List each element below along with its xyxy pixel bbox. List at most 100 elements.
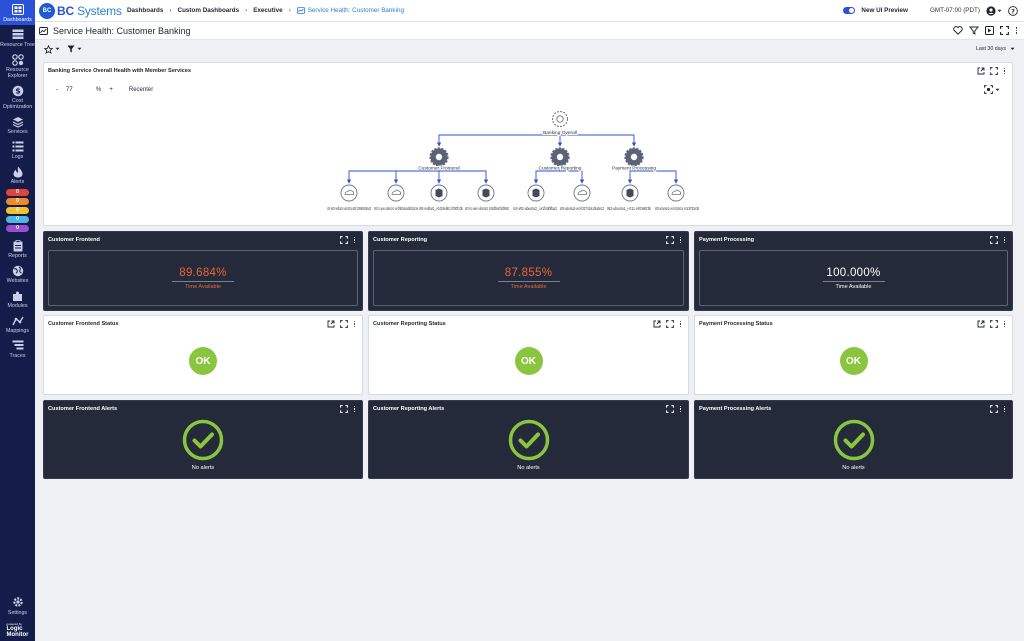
nav-label: Settings <box>7 609 28 616</box>
expand-icon[interactable] <box>990 67 998 75</box>
widget-menu-icon[interactable] <box>1003 67 1006 75</box>
widget-menu-icon[interactable] <box>679 405 682 413</box>
expand-icon[interactable] <box>340 320 348 328</box>
no-alerts-indicator: No alerts <box>44 419 362 471</box>
fullscreen-icon[interactable] <box>1000 26 1009 35</box>
topology-leaf-label: W2-ubuntu1-vol-010e1a ro3c9722e39 <box>655 206 699 211</box>
logo-line2: Monitor <box>6 631 29 638</box>
timezone-label[interactable]: GMT-07:00 (PDT) <box>929 7 980 14</box>
open-external-icon[interactable] <box>653 320 661 328</box>
breadcrumb-executive[interactable]: Executive <box>253 7 283 14</box>
alert-counts: 0 0 0 0 0 <box>6 187 29 236</box>
nav-label: Resource Explorer <box>6 67 29 79</box>
breadcrumb-current-label: Service Health: Customer Banking <box>307 7 404 14</box>
alert-count-other[interactable]: 0 <box>6 225 29 232</box>
widget-menu-icon[interactable] <box>353 236 356 244</box>
topology-root-node <box>552 111 568 127</box>
widget-menu-icon[interactable] <box>679 236 682 244</box>
page-title-text: Service Health: Customer Banking <box>53 25 191 36</box>
brand-rest: Systems <box>73 3 122 18</box>
time-range-dropdown[interactable]: Last 30 days <box>976 46 1015 52</box>
widget-menu-icon[interactable] <box>353 405 356 413</box>
alert-count-warning[interactable]: 0 <box>6 207 29 214</box>
alert-count-error[interactable]: 0 <box>6 198 29 205</box>
nav-websites[interactable]: Websites <box>0 261 35 286</box>
expand-icon[interactable] <box>340 405 348 413</box>
status-widget-payment: Payment Processing Status OK <box>694 315 1013 395</box>
availability-box: 89.684% Time Available <box>48 250 358 306</box>
top-bar: BC BC Systems Dashboards › Custom Dashbo… <box>35 0 1024 22</box>
help-icon[interactable]: ? <box>1008 5 1018 16</box>
nav-logs[interactable]: Logs <box>0 137 35 162</box>
topology-service-node <box>550 147 570 167</box>
share-icon[interactable] <box>985 26 994 35</box>
filter-bar: Last 30 days <box>35 40 1024 58</box>
topology-edge <box>634 170 679 184</box>
zoom-input[interactable]: 77 <box>66 87 88 93</box>
more-options-icon[interactable] <box>1015 27 1018 34</box>
widget-menu-icon[interactable] <box>1003 405 1006 413</box>
breadcrumb-custom-dashboards[interactable]: Custom Dashboards <box>177 7 240 14</box>
zoom-in-button[interactable]: + <box>109 87 113 93</box>
alert-count-critical[interactable]: 0 <box>6 189 29 196</box>
expand-icon[interactable] <box>340 236 348 244</box>
expand-icon[interactable] <box>990 405 998 413</box>
topology-leaf-node-cloud <box>667 184 685 202</box>
widget-menu-icon[interactable] <box>1003 236 1006 244</box>
nav-alerts[interactable]: Alerts <box>0 162 35 187</box>
nav-cost-optimization[interactable]: $ Cost Optimization <box>0 81 35 112</box>
user-menu[interactable] <box>986 5 1002 16</box>
expand-icon[interactable] <box>666 405 674 413</box>
topology-graph: Banking Overall Customer Frontend Custom… <box>327 111 699 211</box>
widget-title: Customer Frontend <box>48 237 100 243</box>
new-ui-preview-toggle[interactable] <box>843 7 856 14</box>
expand-icon[interactable] <box>666 320 674 328</box>
widget-menu-icon[interactable] <box>679 320 682 328</box>
widget-tools <box>977 320 1006 328</box>
nav-resource-explorer[interactable]: Resource Explorer <box>0 50 35 81</box>
nav-dashboards[interactable]: Dashboards <box>0 0 35 25</box>
favorite-dropdown[interactable] <box>44 44 60 54</box>
topology-leaf-node-volume <box>621 184 639 202</box>
status-widget-frontend: Customer Frontend Status OK <box>43 315 363 395</box>
open-external-icon[interactable] <box>327 320 335 328</box>
nav-reports[interactable]: Reports <box>0 236 35 261</box>
open-external-icon[interactable] <box>977 320 985 328</box>
check-circle-icon <box>833 419 874 461</box>
nav-settings[interactable]: Settings <box>0 593 35 618</box>
open-external-icon[interactable] <box>977 67 985 75</box>
topology-leaf-node-volume <box>430 184 448 202</box>
divider <box>822 280 885 282</box>
nav-resource-tree[interactable]: Resource Tree <box>0 25 35 50</box>
globe-icon <box>10 264 26 277</box>
nav-services[interactable]: Services <box>0 112 35 137</box>
expand-icon[interactable] <box>666 236 674 244</box>
alert-count-info[interactable]: 0 <box>6 216 29 223</box>
breadcrumb-dashboards[interactable]: Dashboards <box>127 7 164 14</box>
expand-icon[interactable] <box>990 236 998 244</box>
layout-dropdown[interactable] <box>984 85 1000 94</box>
zoom-out-button[interactable]: - <box>56 87 58 93</box>
topology-leaf-node-cloud <box>573 184 591 202</box>
dashboard-small-icon <box>296 7 305 14</box>
widget-menu-icon[interactable] <box>353 320 356 328</box>
expand-icon[interactable] <box>990 320 998 328</box>
no-alerts-text: No alerts <box>842 465 865 471</box>
brand-logo[interactable]: BC BC Systems <box>39 2 127 19</box>
traces-icon <box>10 339 26 352</box>
divider <box>172 280 234 282</box>
nav-traces[interactable]: Traces <box>0 336 35 361</box>
divider <box>497 280 560 282</box>
topology-edge <box>560 170 585 184</box>
star-icon <box>44 44 53 54</box>
recenter-button[interactable]: Recenter <box>128 87 154 93</box>
nav-label: Logs <box>11 154 24 160</box>
filter-hearts-icon[interactable] <box>969 26 979 35</box>
filter-dropdown[interactable] <box>67 45 82 53</box>
nav-modules[interactable]: Modules <box>0 286 35 311</box>
heart-icon[interactable] <box>953 26 963 35</box>
widget-menu-icon[interactable] <box>1003 320 1006 328</box>
nav-mappings[interactable]: Mappings <box>0 311 35 336</box>
chevron-down-icon <box>997 9 1002 12</box>
widget-title: Payment Processing <box>699 237 755 243</box>
